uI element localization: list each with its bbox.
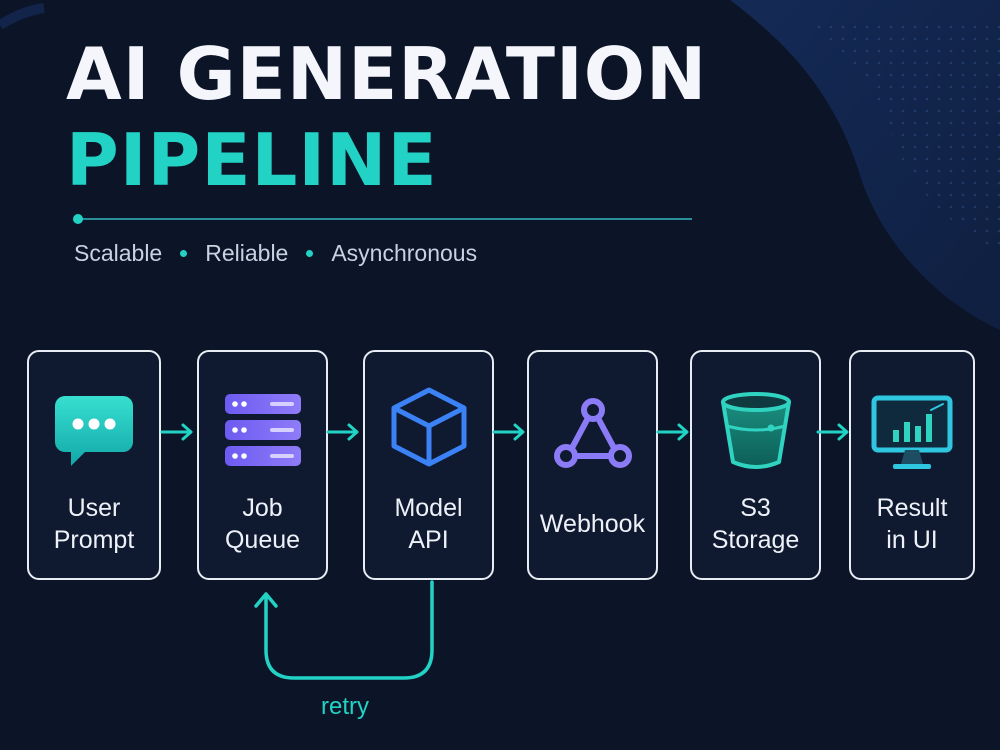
stage-card-s3-storage: S3 Storage	[690, 350, 821, 580]
flow-arrow	[160, 423, 193, 441]
stage-card-user-prompt: User Prompt	[27, 350, 161, 580]
webhook-icon	[553, 398, 632, 468]
monitor-chart-icon	[871, 395, 953, 469]
stage-card-job-queue: Job Queue	[197, 350, 328, 580]
stage-label: Result in UI	[876, 494, 948, 554]
tagline-item-reliable: Reliable	[205, 239, 289, 266]
flow-arrow	[326, 423, 359, 441]
stage-label: Webhook	[539, 510, 646, 538]
tagline-separator-dot	[306, 249, 314, 257]
title-underline	[73, 214, 692, 224]
cube-icon	[391, 387, 466, 467]
stage-card-result-in-ui: Result in UI	[849, 350, 975, 580]
retry-loop-arrow	[254, 580, 434, 680]
chat-bubble-icon	[55, 396, 133, 466]
title-line-1: AI GENERATION	[66, 32, 708, 116]
tagline-item-scalable: Scalable	[74, 239, 163, 266]
title-line-2: PIPELINE	[66, 118, 438, 202]
stage-card-webhook: Webhook	[527, 350, 658, 580]
tagline: Scalable Reliable Asynchronous	[74, 238, 477, 268]
bucket-icon	[720, 392, 791, 469]
stage-label: Job Queue	[224, 494, 301, 554]
flow-arrow	[656, 423, 689, 441]
tagline-separator-dot	[180, 249, 188, 257]
server-stack-icon	[224, 394, 301, 466]
flow-arrow	[816, 423, 849, 441]
flow-arrow	[492, 423, 525, 441]
stage-label: User Prompt	[53, 494, 135, 554]
retry-label: retry	[321, 693, 369, 720]
stage-card-model-api: Model API	[363, 350, 494, 580]
stage-label: S3 Storage	[711, 494, 800, 554]
stage-label: Model API	[394, 494, 463, 554]
tagline-item-asynchronous: Asynchronous	[331, 239, 478, 266]
